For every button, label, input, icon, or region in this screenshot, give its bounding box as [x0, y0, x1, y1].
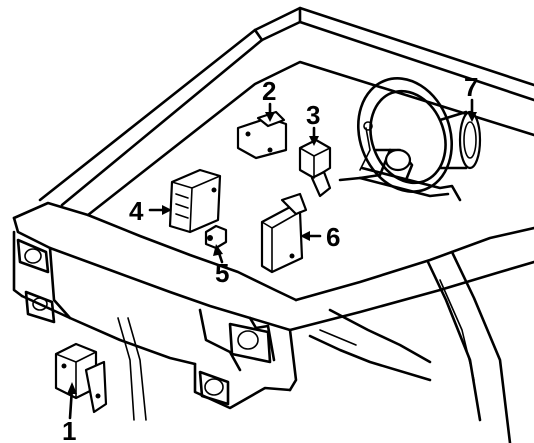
callout-7: 7	[464, 72, 478, 102]
bracket-module	[260, 192, 308, 274]
control-module	[168, 168, 222, 234]
callout-leaders	[67, 98, 477, 420]
mounting-bracket	[236, 110, 288, 160]
sensor-module	[298, 138, 332, 198]
small-sensor	[204, 224, 228, 250]
dashboard-body	[12, 6, 534, 443]
callout-4: 4	[129, 196, 144, 226]
callout-1: 1	[62, 416, 76, 443]
callout-3: 3	[306, 100, 320, 130]
callout-5: 5	[215, 258, 229, 288]
callout-2: 2	[262, 76, 276, 106]
clock-spring-coil	[438, 110, 482, 170]
callout-6: 6	[326, 222, 340, 252]
lower-bracket-module	[54, 342, 108, 414]
steering-wheel	[338, 77, 462, 202]
